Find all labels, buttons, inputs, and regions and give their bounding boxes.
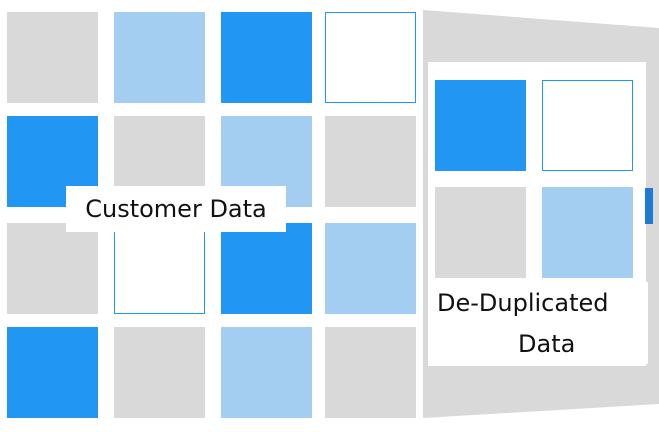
blue-edge-marker	[645, 188, 653, 224]
customer-cell	[325, 116, 416, 207]
customer-cell	[325, 12, 416, 103]
customer-cell	[7, 12, 98, 103]
customer-cell	[7, 327, 98, 418]
customer-cell	[114, 223, 205, 314]
dedup-label-line1: De-Duplicated	[437, 289, 609, 317]
customer-cell	[7, 223, 98, 314]
dedup-label-line2: Data	[518, 330, 576, 358]
dedup-cell	[542, 187, 633, 278]
customer-cell	[114, 327, 205, 418]
customer-data-label: Customer Data	[66, 186, 286, 232]
dedup-data-label: De-Duplicated Data	[430, 282, 648, 364]
customer-cell	[221, 223, 312, 314]
customer-cell	[114, 12, 205, 103]
customer-data-label-text: Customer Data	[85, 195, 267, 223]
dedup-data-grid	[435, 80, 633, 278]
dedup-cell	[435, 187, 526, 278]
dedup-cell	[435, 80, 526, 171]
dedup-cell	[542, 80, 633, 171]
customer-cell	[325, 223, 416, 314]
customer-cell	[325, 327, 416, 418]
customer-cell	[221, 327, 312, 418]
customer-cell	[221, 12, 312, 103]
